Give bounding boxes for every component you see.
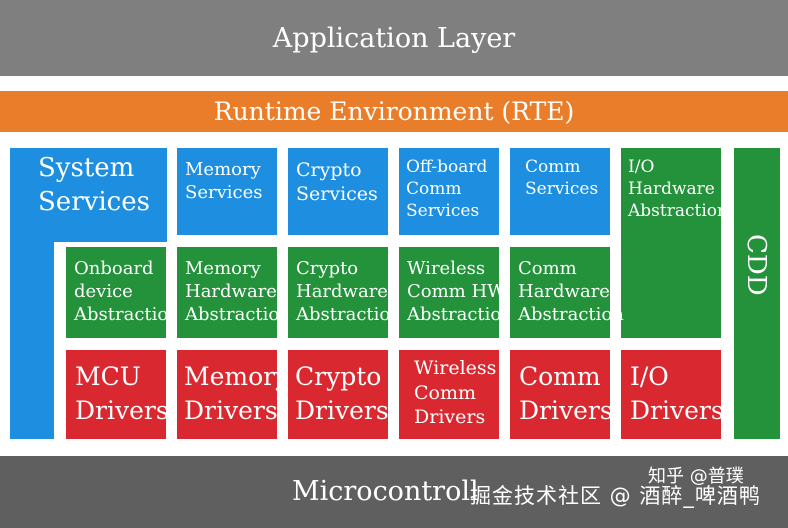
microcontroller-label: Microcontroll [292,476,479,507]
mcu-drivers-block: MCU Drivers [66,350,169,439]
io-hardware-abstraction-label: I/O Hardware Abstraction [628,157,728,222]
wireless-comm-drivers-label: Wireless Comm Drivers [414,357,497,429]
crypto-services-block: Crypto Services [288,148,388,235]
system-services-label: System Services [38,153,150,217]
memory-services-block: Memory Services [177,148,277,235]
crypto-hw-abstraction-label: Crypto Hardware Abstraction [296,258,402,326]
io-drivers-block: I/O Drivers [621,350,724,439]
onboard-device-abstraction-label: Onboard device Abstraction [74,258,180,326]
offboard-comm-services-block: Off-board Comm Services [399,148,499,235]
microcontroller-layer: Microcontroll [0,456,788,528]
wireless-comm-hw-abstraction-label: Wireless Comm HW Abstraction [407,258,513,326]
onboard-device-abstraction-block: Onboard device Abstraction [66,247,180,338]
memory-drivers-block: Memory Drivers [177,350,289,439]
rte-layer: Runtime Environment (RTE) [0,91,788,132]
wireless-comm-hw-abstraction-block: Wireless Comm HW Abstraction [399,247,513,338]
application-layer: Application Layer [0,0,788,76]
crypto-services-label: Crypto Services [296,159,378,206]
application-layer-label: Application Layer [272,22,516,54]
comm-drivers-block: Comm Drivers [510,350,613,439]
comm-drivers-label: Comm Drivers [519,362,613,425]
crypto-drivers-block: Crypto Drivers [288,350,389,439]
mcu-drivers-label: MCU Drivers [75,362,169,425]
crypto-drivers-label: Crypto Drivers [295,362,389,425]
comm-services-label: Comm Services [525,157,599,200]
memory-drivers-label: Memory Drivers [184,362,290,425]
io-drivers-label: I/O Drivers [630,362,724,425]
comm-services-block: Comm Services [510,148,610,235]
zhihu-watermark: 知乎 @普璞 [648,466,744,487]
comm-hw-abstraction-label: Comm Hardware Abstraction [518,258,624,326]
io-hardware-abstraction-block: I/O Hardware Abstraction [621,148,728,338]
cdd-label: CDD [741,234,771,296]
comm-hw-abstraction-block: Comm Hardware Abstraction [510,247,624,338]
rte-layer-label: Runtime Environment (RTE) [213,97,575,126]
memory-hw-abstraction-block: Memory Hardware Abstraction [177,247,291,338]
memory-hw-abstraction-label: Memory Hardware Abstraction [185,258,291,326]
memory-services-label: Memory Services [185,159,263,204]
offboard-comm-services-label: Off-board Comm Services [406,157,488,222]
cdd-block: CDD [734,148,780,439]
wireless-comm-drivers-block: Wireless Comm Drivers [399,350,499,439]
juejin-watermark: 掘金技术社区 @ 酒醉_啤酒鸭 [470,484,761,508]
crypto-hw-abstraction-block: Crypto Hardware Abstraction [288,247,402,338]
